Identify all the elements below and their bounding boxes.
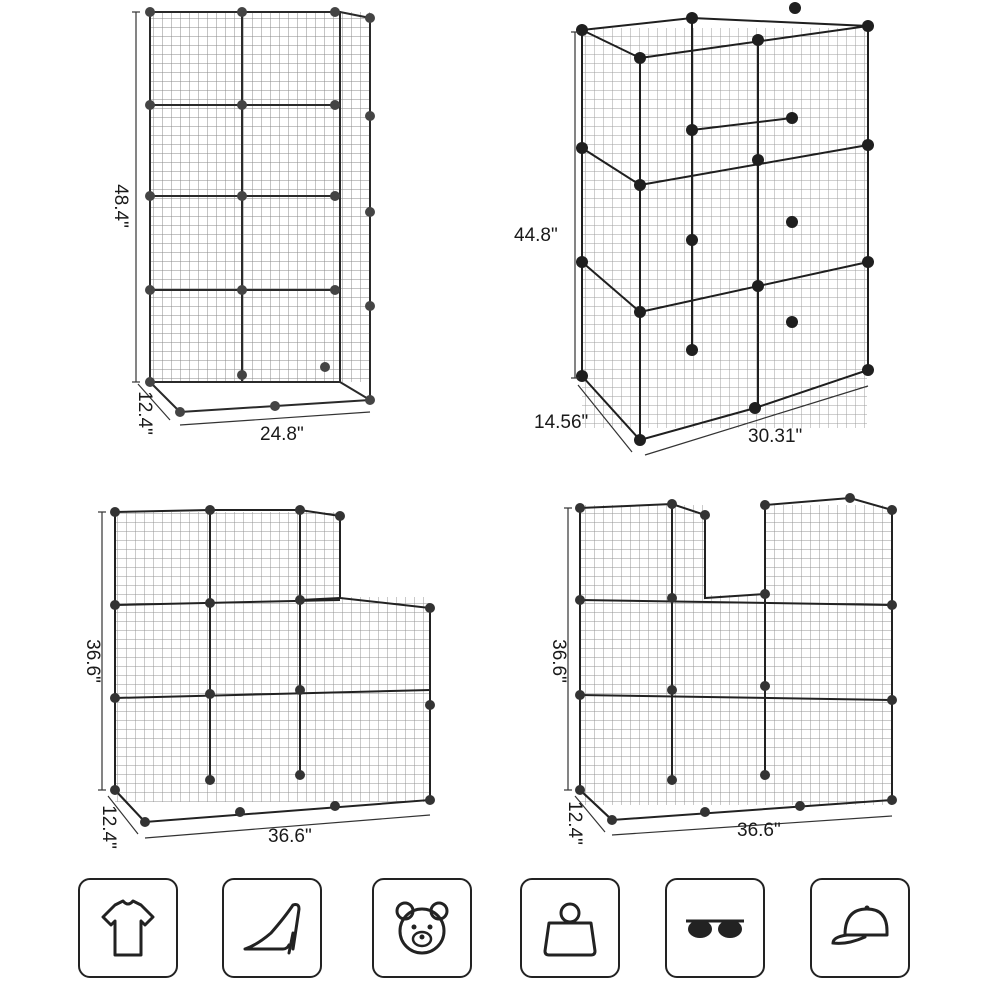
- dim-height-2: 44.8": [514, 225, 558, 246]
- tshirt-icon: [78, 878, 178, 978]
- dim-width-4: 36.6": [737, 820, 781, 841]
- dim-depth-3: 12.4": [97, 805, 119, 849]
- handbag-icon: [520, 878, 620, 978]
- dim-height-1: 48.4": [109, 184, 131, 228]
- usage-icon-row: [0, 878, 1000, 982]
- cap-icon: [810, 878, 910, 978]
- teddy-bear-icon: [372, 878, 472, 978]
- dim-width-1: 24.8": [260, 424, 304, 445]
- dim-width-3: 36.6": [268, 826, 312, 847]
- high-heel-icon: [222, 878, 322, 978]
- dim-depth-4: 12.4": [563, 801, 585, 845]
- cube-illustration-tall: [98, 2, 897, 839]
- config-tall-2x4: 48.4" 12.4" 24.8" 44.8" 14.56" 30.31" 36…: [81, 2, 897, 849]
- dim-depth-1: 12.4": [133, 391, 155, 435]
- dim-height-4: 36.6": [547, 639, 569, 683]
- dim-width-2: 30.31": [748, 426, 803, 447]
- dim-depth-2: 14.56": [534, 412, 589, 433]
- sunglasses-icon: [665, 878, 765, 978]
- dim-height-3: 36.6": [81, 639, 103, 683]
